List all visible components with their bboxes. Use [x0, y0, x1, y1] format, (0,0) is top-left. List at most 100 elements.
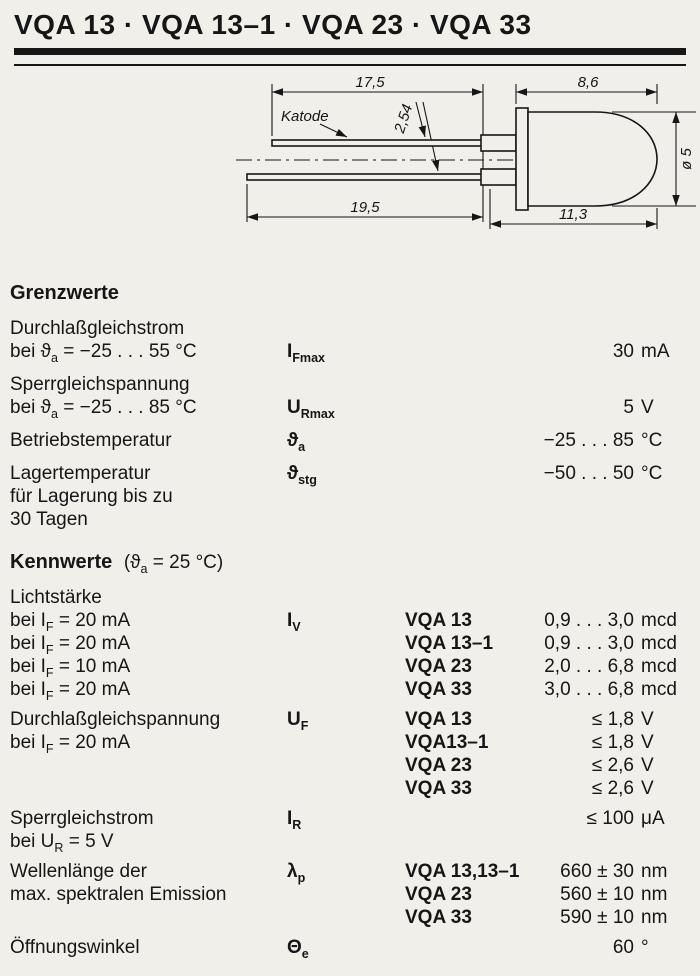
value: 30: [612, 341, 634, 362]
unit: V: [641, 778, 654, 799]
param-condition: bei IF = 20 mA: [10, 732, 131, 756]
value-row: VQA 33 3,0 . . . 6,8 mcd: [405, 678, 694, 701]
param-symbol: URmax: [287, 397, 335, 421]
param-label: Lichtstärke: [10, 587, 102, 608]
value-row: VQA 13 0,9 . . . 3,0 mcd: [405, 609, 694, 632]
param-label: Wellenlänge der: [10, 861, 147, 882]
value-row: VQA 23 2,0 . . . 6,8 mcd: [405, 655, 694, 678]
kennwerte-heading-text: Kennwerte: [10, 551, 113, 573]
char-block-wellenlaenge: Wellenlänge der max. spektralen Emission…: [10, 860, 694, 929]
param-symbol: IV: [287, 610, 301, 634]
type-label: VQA 13,13–1: [405, 861, 520, 882]
param-condition: bei ϑa = −25 . . . 85 °C: [10, 397, 197, 421]
param-values: VQA 13 ≤ 1,8 V VQA13–1 ≤ 1,8 V VQA 23 ≤ …: [405, 708, 694, 800]
param-label: Sperrgleichstrom: [10, 808, 154, 829]
value-row: VQA 23 560 ± 10 nm: [405, 883, 694, 906]
limit-row-sperrgleichspannung: Sperrgleichspannung bei ϑa = −25 . . . 8…: [10, 373, 694, 421]
unit: V: [641, 709, 654, 730]
param-values: VQA 13 0,9 . . . 3,0 mcd VQA 13–1 0,9 . …: [405, 586, 694, 701]
type-label: VQA 33: [405, 907, 472, 928]
type-label: [405, 936, 536, 959]
param-label: Betriebstemperatur: [10, 430, 172, 451]
dim-17-5-label: 17,5: [355, 74, 385, 91]
param-label-group: Lichtstärke bei IF = 20 mA bei IF = 20 m…: [10, 586, 287, 702]
value-row: −25 . . . 85 °C: [405, 429, 694, 452]
kennwerte-heading: Kennwerte (ϑa = 25 °C): [10, 551, 694, 576]
param-values: −25 . . . 85 °C: [405, 429, 694, 452]
value: 2,0 . . . 6,8: [544, 656, 634, 677]
param-label-group: Sperrgleichstrom bei UR = 5 V: [10, 807, 287, 855]
unit: °C: [641, 463, 663, 484]
value: 60: [612, 937, 634, 958]
param-label: Durchlaßgleichstrom: [10, 318, 185, 339]
page-title: VQA 13 · VQA 13–1 · VQA 23 · VQA 33: [14, 9, 532, 40]
param-label-group: Lagertemperatur für Lagerung bis zu 30 T…: [10, 462, 287, 531]
value-row: 5 V: [405, 396, 694, 419]
dim-diameter-label: ø 5: [678, 148, 695, 170]
unit: μA: [641, 808, 665, 829]
limit-row-betriebstemperatur: Betriebstemperatur ϑa −25 . . . 85 °C: [10, 429, 694, 454]
type-label: VQA 33: [405, 679, 472, 700]
param-label-group: Wellenlänge der max. spektralen Emission: [10, 860, 287, 906]
unit: nm: [641, 907, 668, 928]
type-label: [405, 429, 536, 452]
type-label: VQA 13–1: [405, 633, 494, 654]
value: ≤ 2,6: [591, 778, 634, 799]
param-values: −50 . . . 50 °C: [405, 462, 694, 485]
param-label: Öffnungswinkel: [10, 937, 140, 958]
anode-lead: [246, 173, 485, 181]
type-label: VQA 23: [405, 884, 472, 905]
param-symbol: ϑstg: [287, 463, 317, 487]
type-label: VQA 33: [405, 778, 472, 799]
dim-19-5-label: 19,5: [350, 199, 380, 216]
cathode-lead: [271, 139, 485, 147]
param-values: VQA 13,13–1 660 ± 30 nm VQA 23 560 ± 10 …: [405, 860, 694, 929]
param-label-group: Durchlaßgleichstrom bei ϑa = −25 . . . 5…: [10, 317, 287, 364]
param-symbol: ϑa: [287, 430, 306, 454]
param-symbol: IFmax: [287, 341, 326, 365]
kennwerte-heading-condition: (ϑa = 25 °C): [123, 552, 224, 576]
param-condition: bei IF = 10 mA: [10, 656, 131, 680]
param-condition: 30 Tagen: [10, 509, 88, 530]
param-condition: für Lagerung bis zu: [10, 486, 173, 507]
katode-leader-line: [319, 123, 348, 138]
unit: nm: [641, 884, 668, 905]
section-kennwerte: Kennwerte (ϑa = 25 °C) Lichtstärke bei I…: [10, 551, 694, 961]
value-row: 30 mA: [405, 340, 694, 363]
unit: V: [641, 397, 654, 418]
pitch-leader-line: [422, 101, 440, 172]
param-label-group: Öffnungswinkel: [10, 936, 287, 959]
value: 5: [623, 397, 634, 418]
datasheet-body: Grenzwerte Durchlaßgleichstrom bei ϑa = …: [0, 282, 700, 961]
value-row: VQA 13–1 0,9 . . . 3,0 mcd: [405, 632, 694, 655]
value: −50 . . . 50: [543, 463, 634, 484]
param-label: Durchlaßgleichspannung: [10, 709, 221, 730]
value-row: VQA 13,13–1 660 ± 30 nm: [405, 860, 694, 883]
param-label-group: Durchlaßgleichspannung bei IF = 20 mA: [10, 708, 287, 756]
param-label: Lagertemperatur: [10, 463, 151, 484]
value: −25 . . . 85: [543, 430, 634, 451]
type-label: [405, 340, 536, 363]
type-label: [405, 807, 536, 830]
title-rule-thick: [14, 48, 686, 55]
value-row: ≤ 100 μA: [405, 807, 694, 830]
section-grenzwerte: Grenzwerte Durchlaßgleichstrom bei ϑa = …: [10, 282, 694, 531]
led-flange: [515, 107, 529, 211]
type-label: VQA 23: [405, 656, 472, 677]
type-label: VQA 13: [405, 709, 472, 730]
value-row: VQA 33 ≤ 2,6 V: [405, 777, 694, 800]
param-label-group: Sperrgleichspannung bei ϑa = −25 . . . 8…: [10, 373, 287, 421]
value-row: −50 . . . 50 °C: [405, 462, 694, 485]
value: 0,9 . . . 3,0: [544, 633, 634, 654]
value: ≤ 100: [586, 808, 634, 829]
char-block-durchlassgleichspannung: Durchlaßgleichspannung bei IF = 20 mA UF…: [10, 708, 694, 800]
param-symbol: λp: [287, 861, 306, 885]
pitch-leader-line: [415, 101, 426, 138]
param-symbol: Θe: [287, 937, 309, 961]
unit: mA: [641, 341, 670, 362]
param-symbol: IR: [287, 808, 302, 832]
unit: °C: [641, 430, 663, 451]
param-condition: max. spektralen Emission: [10, 884, 227, 905]
param-condition: bei UR = 5 V: [10, 831, 114, 855]
led-dome-body: [527, 111, 658, 207]
